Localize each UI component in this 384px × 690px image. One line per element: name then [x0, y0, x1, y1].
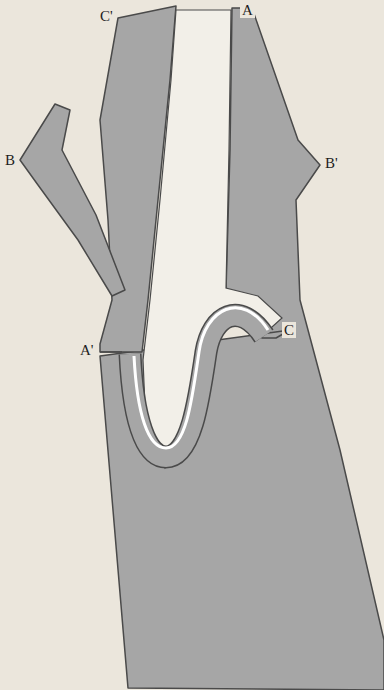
part-label: B: [3, 152, 17, 168]
part-label: C': [98, 8, 115, 24]
b-wedge: [20, 104, 125, 296]
part-label: B': [323, 155, 340, 171]
part-label: A: [240, 2, 255, 18]
seam-line: [134, 308, 268, 448]
part-label: C: [282, 322, 296, 338]
central-gap: [143, 10, 282, 468]
a-prime-edge: [100, 351, 122, 353]
part-label: A': [78, 342, 96, 358]
